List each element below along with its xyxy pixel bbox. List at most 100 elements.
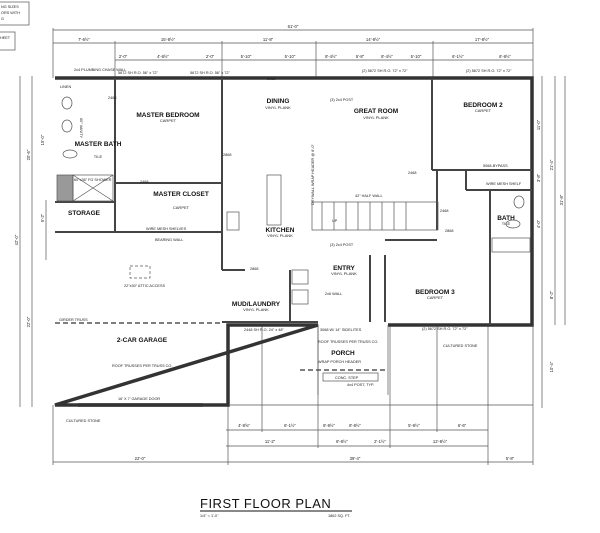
room-name: BATH [497,215,515,222]
annotation: 42" HALF WALL [355,194,383,198]
dim-label: 20'-6" [26,149,31,160]
annotation: 60" VANITY [79,118,83,139]
annotation: ROOF TRUSSES PER TRUSS CO. [112,364,172,368]
dim-label: 11'-8" [263,37,274,42]
dim-label: 2'-0" [206,54,215,59]
room-labels: MASTER BEDROOM CARPET MASTER BATH TILE M… [68,98,515,357]
annotation: 5068-BYPASS [483,164,508,168]
dim-label: 22'-0" [26,316,31,327]
room-finish: VINYL PLANK [243,307,269,312]
annotation: (2) 5672 SH R.O. 72" x 72" [422,327,468,331]
dim-label: 8'-8½" [323,423,335,428]
room-finish: TILE [94,154,103,159]
annotation: 3068 W/ 14" SIDELITES [320,328,362,332]
room-finish: CARPET [475,108,492,113]
dim-label: 11'-2" [265,439,276,444]
annotation: 2x6 WALL [325,292,342,296]
dim-label: 2'-0" [119,54,128,59]
dim-label: 2'-1½" [374,439,386,444]
dim-label: 61'-0" [288,24,299,29]
annotation: 5068 [267,77,275,81]
room-name: KITCHEN [266,227,295,234]
fixtures [55,96,531,395]
room-name: MASTER BEDROOM [136,112,199,119]
annotation: 5672 SH R.O. 56" x 72" [190,71,230,75]
annotation: (3) 2x4 POST [330,243,354,247]
room-finish: VINYL PLANK [331,271,357,276]
dim-label: 5'-8½" [408,423,420,428]
room-name: BEDROOM 3 [415,289,455,296]
dimension-labels: 61'-0" 7'-6½" 15'-8½" 11'-8" 14'-8½" 17'… [14,24,564,461]
annotation: CONC. STEP [335,376,359,380]
dim-label: 15'-8½" [161,37,176,42]
dim-label: 4'-0" [536,219,541,228]
dim-label: 10'-4" [549,361,554,372]
annotation: LINEN [60,85,71,89]
dim-label: 4'-8⅝" [238,423,250,428]
drawing-scale: 1/4" = 1'-0" [200,514,219,518]
room-finish: VINYL PLANK [265,105,291,110]
dim-label: 6'-8½" [499,54,511,59]
dimension-lines [19,28,566,465]
note-line: ORS WITH [1,11,20,15]
annotations: LINEN 60" VANITY 60"x36" FG SHOWER 2x4 P… [59,68,522,423]
annotation: 2448 SH R.O. 24" x 48" [244,328,284,332]
annotation: 5672 SH R.O. 56" x 72" [118,71,158,75]
room-finish: CARPET [173,205,190,210]
annotation: (2) 5672 SH R.O. 72" x 72" [362,69,408,73]
dim-label: 6'-1½" [284,423,296,428]
dim-label: 8'-4½" [381,54,393,59]
room-name: 2-CAR GARAGE [117,337,168,344]
annotation: WIRE MESH SHELF [486,182,522,186]
annotation: WIRE MESH SHELVES [146,227,187,231]
room-finish: VINYL PLANK [363,115,389,120]
dim-label: 22'-0" [135,456,146,461]
annotation: 2468 [408,171,416,175]
annotation: (3) 2x4 POST [330,98,354,102]
annotation: 2x4 PLUMBING CHASE WALL [74,68,126,72]
dim-label: 31'-8" [559,194,564,205]
room-finish: CARPET [427,295,444,300]
dim-label: 3'-8" [536,173,541,182]
annotation: WRAP PORCH HEADER [318,360,361,364]
dim-label: 5'-8" [356,54,365,59]
dim-label: 42'-0" [14,234,19,245]
dim-label: 12'-8½" [433,439,448,444]
interior-walls [55,78,532,325]
room-name: MUD/LAUNDRY [232,301,281,308]
room-name: PORCH [331,350,355,357]
room-finish: CARPET [160,118,177,123]
annotation: ROOF TRUSSES PER TRUSS CO. [318,340,378,344]
annotation: CULTURED STONE [66,419,101,423]
dim-label: 8'-2" [549,290,554,299]
annotation: CULTURED STONE [443,344,478,348]
notes: NG SIZES ORS WITH G HEET [0,1,30,51]
dim-label: 8'-8½" [336,439,348,444]
dim-label: 5'-10" [411,54,422,59]
room-name: GREAT ROOM [354,108,398,115]
room-name: DINING [267,98,290,105]
room-finish: VINYL PLANK [267,233,293,238]
note-line: HEET [0,36,11,40]
room-name: ENTRY [333,265,355,272]
exterior-walls [54,76,534,407]
dim-label: 5'-2" [40,213,45,222]
dim-label: 14'-8½" [366,37,381,42]
dim-label: 4'-8½" [157,54,169,59]
dim-label: 17'-8½" [475,37,490,42]
dim-label: 8'-4½" [325,54,337,59]
annotation: 2868 [223,153,231,157]
annotation: GIRDER TRUSS [59,318,88,322]
title-block: FIRST FLOOR PLAN 1/4" = 1'-0" 1862 SQ. F… [200,496,352,518]
dim-label: 5'-8" [506,456,515,461]
annotation: 2468 [108,96,116,100]
dim-label: 5'-10" [285,54,296,59]
room-finish: TILE [502,221,511,226]
dim-label: 7'-6½" [78,37,90,42]
dim-label: 5'-10" [241,54,252,59]
dim-label: 11'-0" [536,119,541,130]
annotation: 4x4 POST, TYP. [347,383,374,387]
dim-label: 6'-6" [458,423,467,428]
dim-label: 39'-4" [350,456,361,461]
